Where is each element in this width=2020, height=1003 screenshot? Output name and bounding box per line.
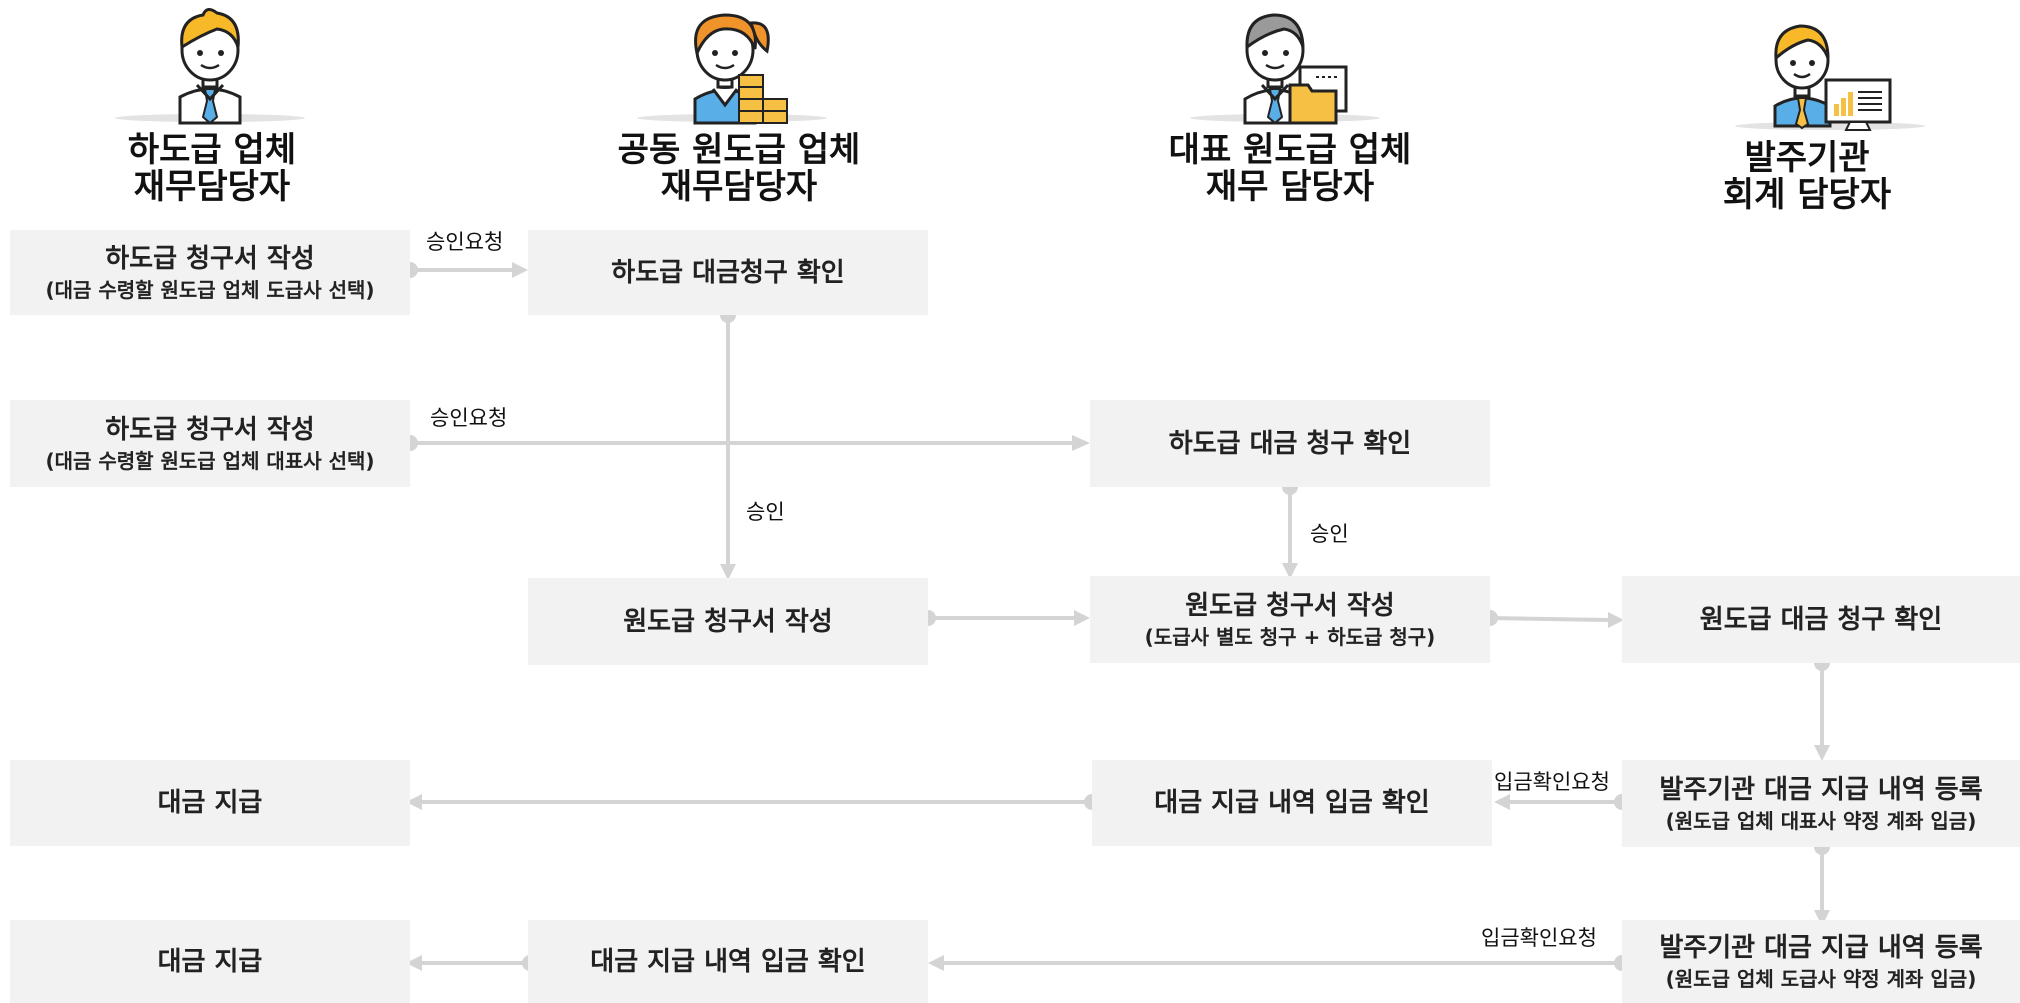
arrowhead: [1494, 794, 1510, 810]
label-approval-request-1: 승인요청: [426, 230, 504, 254]
box-main-text: 하도급 청구서 작성: [105, 243, 315, 274]
box-sub-text: (도급사 별도 청구 + 하도급 청구): [1144, 624, 1436, 649]
box-payment-1: 대금 지급: [10, 760, 410, 846]
label-deposit-confirm-request-1: 입금확인요청: [1494, 770, 1610, 794]
box-sub-text: (대금 수령할 원도급 업체 도급사 선택): [45, 277, 375, 302]
box-main-text: 대금 지급 내역 입금 확인: [590, 946, 866, 977]
box-main-text: 원도급 청구서 작성: [623, 606, 833, 637]
box-deposit-confirm-joint: 대금 지급 내역 입금 확인: [528, 920, 928, 1003]
actor-title-line2: 재무 담당자: [1205, 167, 1375, 207]
box-main-text: 대금 지급: [157, 946, 263, 977]
box-main-text: 하도급 대금 청구 확인: [1168, 428, 1412, 459]
woman-with-coins-icon: [637, 13, 827, 125]
arrowhead: [1814, 745, 1830, 761]
box-agency-payment-register-joint: 발주기관 대금 지급 내역 등록 (원도급 업체 도급사 약정 계좌 입금): [1622, 920, 2020, 1003]
arrowhead: [406, 955, 422, 971]
box-subcontract-claim-confirm: 하도급 대금청구 확인: [528, 230, 928, 315]
actor-title-line2: 재무담당자: [660, 167, 818, 207]
box-main-text: 하도급 청구서 작성: [105, 414, 315, 445]
actor-title-line1: 발주기관: [1744, 138, 1870, 178]
box-deposit-confirm-lead: 대금 지급 내역 입금 확인: [1092, 760, 1492, 846]
arrowhead: [720, 564, 736, 580]
box-main-text: 하도급 대금청구 확인: [611, 257, 845, 288]
box-prime-invoice-joint: 원도급 청구서 작성: [528, 578, 928, 665]
box-main-text: 대금 지급: [157, 788, 263, 818]
box-main-text: 대금 지급 내역 입금 확인: [1154, 788, 1430, 818]
box-sub-text: (대금 수령할 원도급 업체 대표사 선택): [45, 448, 375, 473]
arrowhead: [1814, 910, 1830, 926]
box-subcontract-invoice-lead: 하도급 청구서 작성 (대금 수령할 원도급 업체 대표사 선택): [10, 400, 410, 487]
box-main-text: 원도급 청구서 작성: [1185, 590, 1395, 621]
actor-title-line2: 회계 담당자: [1722, 175, 1892, 215]
actor-title-lead-contractor: 대표 원도급 업체 재무 담당자: [1120, 132, 1460, 206]
box-prime-claim-confirm: 원도급 대금 청구 확인: [1622, 576, 2020, 663]
box-subcontract-invoice-contractor: 하도급 청구서 작성 (대금 수령할 원도급 업체 도급사 선택): [10, 230, 410, 315]
actor-title-line1: 하도급 업체: [127, 130, 297, 170]
arrowhead: [928, 955, 944, 971]
arrowhead: [406, 794, 422, 810]
arrowhead: [1608, 612, 1624, 628]
label-deposit-confirm-request-2: 입금확인요청: [1481, 926, 1597, 950]
man-with-folder-icon: [1190, 13, 1380, 125]
man-with-monitor-icon: [1735, 24, 1925, 131]
box-prime-invoice-lead: 원도급 청구서 작성 (도급사 별도 청구 + 하도급 청구): [1090, 576, 1490, 663]
arrowhead: [1074, 610, 1090, 626]
actor-title-ordering-agency: 발주기관 회계 담당자: [1637, 140, 1977, 214]
actor-title-subcontractor: 하도급 업체 재무담당자: [42, 132, 382, 206]
arrowhead: [512, 262, 528, 278]
actor-title-line1: 공동 원도급 업체: [617, 130, 861, 170]
box-main-text: 발주기관 대금 지급 내역 등록: [1659, 774, 1983, 805]
box-lead-subcontract-claim-confirm: 하도급 대금 청구 확인: [1090, 400, 1490, 487]
label-approval-request-2: 승인요청: [430, 406, 508, 430]
man-avatar-icon: [115, 8, 305, 125]
box-main-text: 발주기관 대금 지급 내역 등록: [1659, 932, 1983, 963]
actor-title-joint-contractor: 공동 원도급 업체 재무담당자: [569, 132, 909, 206]
arrow-b6-b7: [1489, 616, 1609, 622]
box-payment-2: 대금 지급: [10, 920, 410, 1003]
box-agency-payment-register-lead: 발주기관 대금 지급 내역 등록 (원도급 업체 대표사 약정 계좌 입금): [1622, 760, 2020, 847]
actor-title-line1: 대표 원도급 업체: [1168, 130, 1412, 170]
arrowhead: [1282, 563, 1298, 579]
box-main-text: 원도급 대금 청구 확인: [1699, 604, 1943, 635]
actor-title-line2: 재무담당자: [133, 167, 291, 207]
box-sub-text: (원도급 업체 도급사 약정 계좌 입금): [1665, 966, 1977, 991]
arrowhead: [1072, 435, 1090, 451]
label-approval-2: 승인: [1310, 522, 1349, 546]
label-approval-1: 승인: [746, 500, 785, 524]
box-sub-text: (원도급 업체 대표사 약정 계좌 입금): [1665, 808, 1977, 833]
